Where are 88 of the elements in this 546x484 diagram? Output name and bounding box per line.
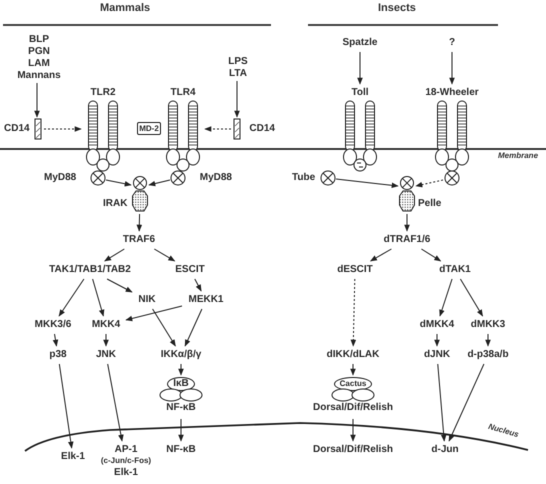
inhibitor-oval: Cactus <box>334 377 372 391</box>
arrow <box>92 278 104 317</box>
protein-label: JNK <box>96 349 116 361</box>
protein-label: MKK3/6 <box>34 319 72 331</box>
protein-label: Spatzle <box>342 37 378 49</box>
ligand-label: BLP PGN LAM Mannans <box>17 34 61 82</box>
protein-label: dTRAF1/6 <box>384 234 430 246</box>
protein-label: MyD88 <box>200 172 232 184</box>
protein-label: MEKK1 <box>188 294 224 306</box>
protein-label: CD14 <box>249 123 275 135</box>
arrow <box>485 334 491 347</box>
protein-label: MKK4 <box>92 319 120 331</box>
arrow <box>420 248 442 262</box>
protein-label: Elk-1 <box>114 466 138 479</box>
protein-label: Dorsal/Dif/Relish <box>312 444 394 456</box>
arrow <box>154 248 176 262</box>
arrow <box>350 418 356 442</box>
arrow <box>125 306 182 322</box>
arrow <box>404 214 410 232</box>
arrow <box>104 248 125 262</box>
protein-label: d-p38a/b <box>467 349 509 361</box>
arrow <box>234 80 240 118</box>
arrow <box>34 82 40 118</box>
protein-label: TAK1/TAB1/TAB2 <box>49 264 131 276</box>
arrow <box>178 364 184 376</box>
dashed-arrow <box>350 278 356 347</box>
arrow <box>448 364 484 442</box>
protein-label: TRAF6 <box>122 234 156 246</box>
arrow <box>357 52 363 85</box>
membrane-label: Membrane <box>498 151 538 160</box>
dashed-arrow <box>204 126 232 132</box>
protein-label: Pelle <box>418 198 442 210</box>
arrow <box>106 278 133 293</box>
protein-label: p38 <box>49 349 67 361</box>
receptor <box>163 86 203 172</box>
nucleus-label: Nucleus <box>487 422 520 440</box>
arrow <box>52 334 58 347</box>
arrow <box>103 334 109 347</box>
protein-label: dJNK <box>424 349 450 361</box>
arrow <box>336 178 399 188</box>
protein-label: CD14 <box>4 123 30 135</box>
receptor-label: TLR2 <box>90 86 116 100</box>
arrow <box>184 308 202 347</box>
protein-label: NF-κB <box>166 444 196 456</box>
receptor-label: Toll <box>351 86 369 100</box>
protein-label: AP-1 <box>114 443 138 456</box>
protein-label: NIK <box>138 294 156 306</box>
protein-label: NF-κB <box>166 402 196 414</box>
arrow <box>439 278 453 317</box>
arrow <box>460 278 484 317</box>
protein-label: Tube <box>292 172 316 184</box>
arrow <box>434 334 440 347</box>
protein-label: MyD88 <box>44 172 76 184</box>
arrow <box>370 248 392 262</box>
arrow <box>178 418 184 442</box>
arrow <box>107 364 124 442</box>
protein-label: dIKK/dLAK <box>326 349 380 361</box>
protein-label: (c-Jun/c-Fos) <box>100 456 152 466</box>
arrow <box>350 364 356 376</box>
protein-label: ESCIT <box>175 264 205 276</box>
protein-label: dESCIT <box>337 264 373 276</box>
protein-label: dTAK1 <box>439 264 471 276</box>
protein-label: IRAK <box>103 198 128 210</box>
protein-label: d-Jun <box>431 444 459 456</box>
ligand-label: LPS LTA <box>228 56 248 80</box>
arrow <box>148 180 170 186</box>
arrow <box>106 180 132 186</box>
column-heading: Mammals <box>100 2 150 14</box>
protein-label: dMKK3 <box>470 319 506 331</box>
arrow <box>58 364 74 449</box>
receptor <box>83 86 123 172</box>
protein-label: ? <box>448 37 456 49</box>
receptor <box>340 86 380 172</box>
arrow <box>136 214 142 232</box>
receptor-label: TLR4 <box>170 86 196 100</box>
column-heading: Insects <box>378 2 416 14</box>
arrow <box>449 52 455 85</box>
arrow <box>58 278 84 317</box>
protein-label: dMKK4 <box>420 319 454 331</box>
protein-label: Elk-1 <box>61 451 85 463</box>
protein-label: IKKα/β/γ <box>160 349 202 361</box>
protein-box: MD-2 <box>137 122 161 135</box>
arrow <box>152 308 176 347</box>
receptor-label: 18-Wheeler <box>425 86 479 100</box>
arrow <box>194 278 202 292</box>
protein-label: Dorsal/Dif/Relish <box>312 402 394 414</box>
dashed-arrow <box>44 126 82 132</box>
arrow <box>437 364 446 442</box>
